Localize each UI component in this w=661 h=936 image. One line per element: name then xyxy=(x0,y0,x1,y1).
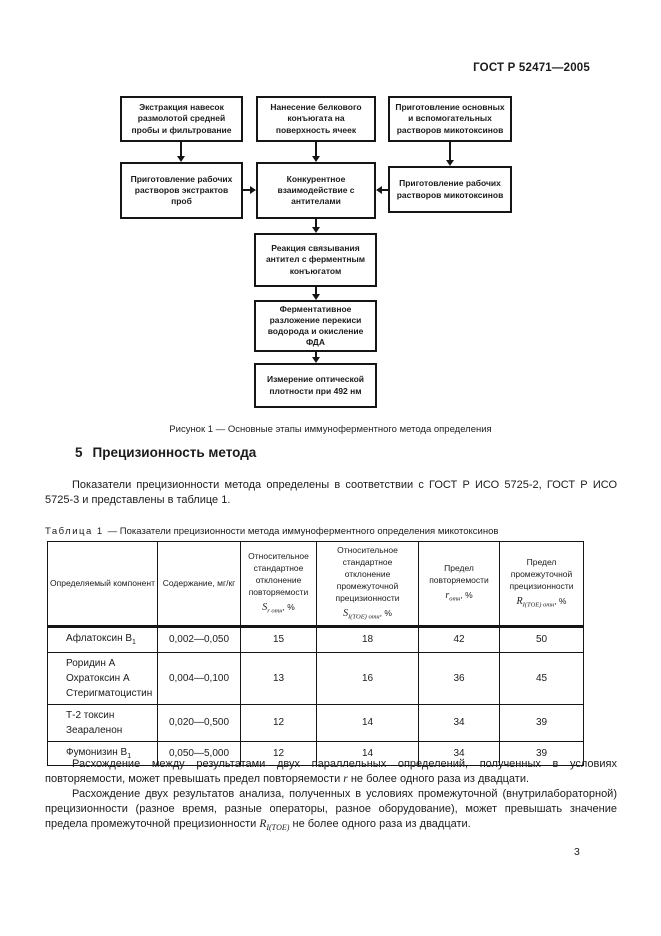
flow-box-competitive-interaction: Конкурентное взаимодействие с антителами xyxy=(256,162,376,219)
table-caption-text: — Показатели прецизионности метода иммун… xyxy=(107,526,499,537)
arrow-right-icon xyxy=(243,186,256,194)
flow-box-extraction: Экстракция навесок размолотой средней пр… xyxy=(120,96,243,142)
precision-table: Определяемый компонент Содержание, мг/кг… xyxy=(47,541,584,766)
value-cell: 13 xyxy=(240,651,317,705)
formula: SI(ТОЕ) отн, % xyxy=(343,607,392,621)
section-number: 5 xyxy=(75,445,83,460)
arrow-down-icon xyxy=(177,142,185,162)
section-heading: 5 Прецизионность метода xyxy=(75,445,256,460)
flow-box-stock-solutions: Приготовление основных и вспомогательных… xyxy=(388,96,512,142)
flow-box-extract-working-solutions: Приготовление рабочих растворов экстракт… xyxy=(120,162,243,219)
col-header-content: Содержание, мг/кг xyxy=(157,541,241,628)
arrow-down-icon xyxy=(312,352,320,363)
value-cell: 50 xyxy=(499,626,584,653)
component-cell: Афлатоксин В1 xyxy=(47,626,158,653)
value-cell: 42 xyxy=(418,626,500,653)
arrow-down-icon xyxy=(312,219,320,233)
flow-box-antibody-binding: Реакция связывания антител с ферментным … xyxy=(254,233,377,287)
arrow-left-icon xyxy=(376,186,388,194)
value-cell: 0,004—0,100 xyxy=(157,651,241,705)
arrow-down-icon xyxy=(446,142,454,166)
flow-box-mycotoxin-working-solutions: Приготовление рабочих растворов микотокс… xyxy=(388,166,512,213)
value-cell: 45 xyxy=(499,651,584,705)
page-number: 3 xyxy=(574,846,580,858)
flow-box-enzymatic-decomposition: Ферментативное разложение перекиси водор… xyxy=(254,300,377,352)
col-header-intermediate-sd: Относительное стандартное отклонение про… xyxy=(316,541,419,628)
table-caption: Таблица 1— Показатели прецизионности мет… xyxy=(45,526,498,537)
component-cell: Фумонизин В1 xyxy=(47,740,158,766)
precision-table-header: Определяемый компонент Содержание, мг/кг… xyxy=(47,541,584,628)
closing-paragraph: Расхождение двух результатов анализа, по… xyxy=(45,788,617,833)
closing-paragraph: Расхождение между результатами двух пара… xyxy=(45,758,617,785)
document-number: ГОСТ Р 52471—2005 xyxy=(473,62,590,74)
arrow-down-icon xyxy=(312,287,320,300)
flow-box-optical-density: Измерение оптической плотности при 492 н… xyxy=(254,363,377,408)
value-cell: 39 xyxy=(499,740,584,766)
value-cell: 14 xyxy=(316,740,419,766)
value-cell: 36 xyxy=(418,651,500,705)
flow-box-conjugate-coating: Нанесение белкового конъюгата на поверхн… xyxy=(256,96,376,142)
value-cell: 34 xyxy=(418,703,500,742)
col-header-repeatability-limit: Предел повторяемости rотн, % xyxy=(418,541,500,628)
col-header-intermediate-limit: Предел промежуточной прецизионности RI(Т… xyxy=(499,541,584,628)
formula: RI(ТОЕ) отн, % xyxy=(516,595,567,609)
value-cell: 34 xyxy=(418,740,500,766)
closing-text: Расхождение между результатами двух пара… xyxy=(45,757,617,835)
value-cell: 12 xyxy=(240,703,317,742)
intro-paragraph: Показатели прецизионности метода определ… xyxy=(45,479,617,506)
value-cell: 39 xyxy=(499,703,584,742)
value-cell: 15 xyxy=(240,626,317,653)
col-header-component: Определяемый компонент xyxy=(47,541,158,628)
formula: rотн, % xyxy=(445,590,473,603)
formula: Sr отн, % xyxy=(262,601,295,615)
section-title: Прецизионность метода xyxy=(92,445,257,460)
figure-caption: Рисунок 1 — Основные этапы иммунофермент… xyxy=(169,424,492,435)
value-cell: 16 xyxy=(316,651,419,705)
table-caption-label: Таблица 1 xyxy=(45,526,104,537)
arrow-down-icon xyxy=(312,142,320,162)
value-cell: 18 xyxy=(316,626,419,653)
value-cell: 0,020—0,500 xyxy=(157,703,241,742)
value-cell: 0,002—0,050 xyxy=(157,626,241,653)
value-cell: 14 xyxy=(316,703,419,742)
col-header-repeatability-sd: Относительное стандартное отклонение пов… xyxy=(240,541,317,628)
